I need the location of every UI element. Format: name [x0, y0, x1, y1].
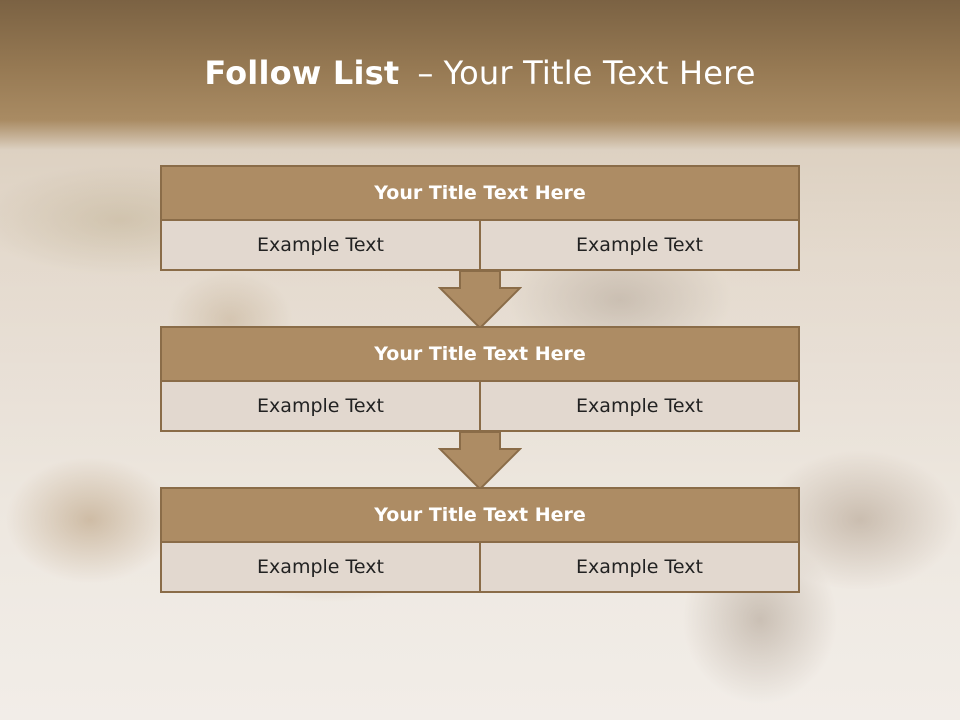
block-cell-right: Example Text — [479, 382, 800, 432]
block-cell-right: Example Text — [479, 221, 800, 271]
block-row: Example Text Example Text — [160, 543, 800, 593]
title-band — [0, 0, 960, 150]
list-block-2: Your Title Text Here Example Text Exampl… — [160, 326, 800, 432]
block-cell-left: Example Text — [160, 543, 481, 593]
slide-title-rest: Your Title Text Here — [443, 54, 756, 92]
block-title: Your Title Text Here — [160, 487, 800, 543]
list-block-3: Your Title Text Here Example Text Exampl… — [160, 487, 800, 593]
down-arrow-icon — [438, 270, 522, 330]
block-row: Example Text Example Text — [160, 382, 800, 432]
block-title: Your Title Text Here — [160, 165, 800, 221]
block-cell-left: Example Text — [160, 382, 481, 432]
block-cell-left: Example Text — [160, 221, 481, 271]
down-arrow-icon — [438, 431, 522, 491]
block-row: Example Text Example Text — [160, 221, 800, 271]
slide-title-bold: Follow List — [204, 54, 400, 92]
list-block-1: Your Title Text Here Example Text Exampl… — [160, 165, 800, 271]
block-title: Your Title Text Here — [160, 326, 800, 382]
slide-title-separator: – — [417, 54, 434, 92]
slide-title: Follow List – Your Title Text Here — [0, 54, 960, 92]
block-cell-right: Example Text — [479, 543, 800, 593]
